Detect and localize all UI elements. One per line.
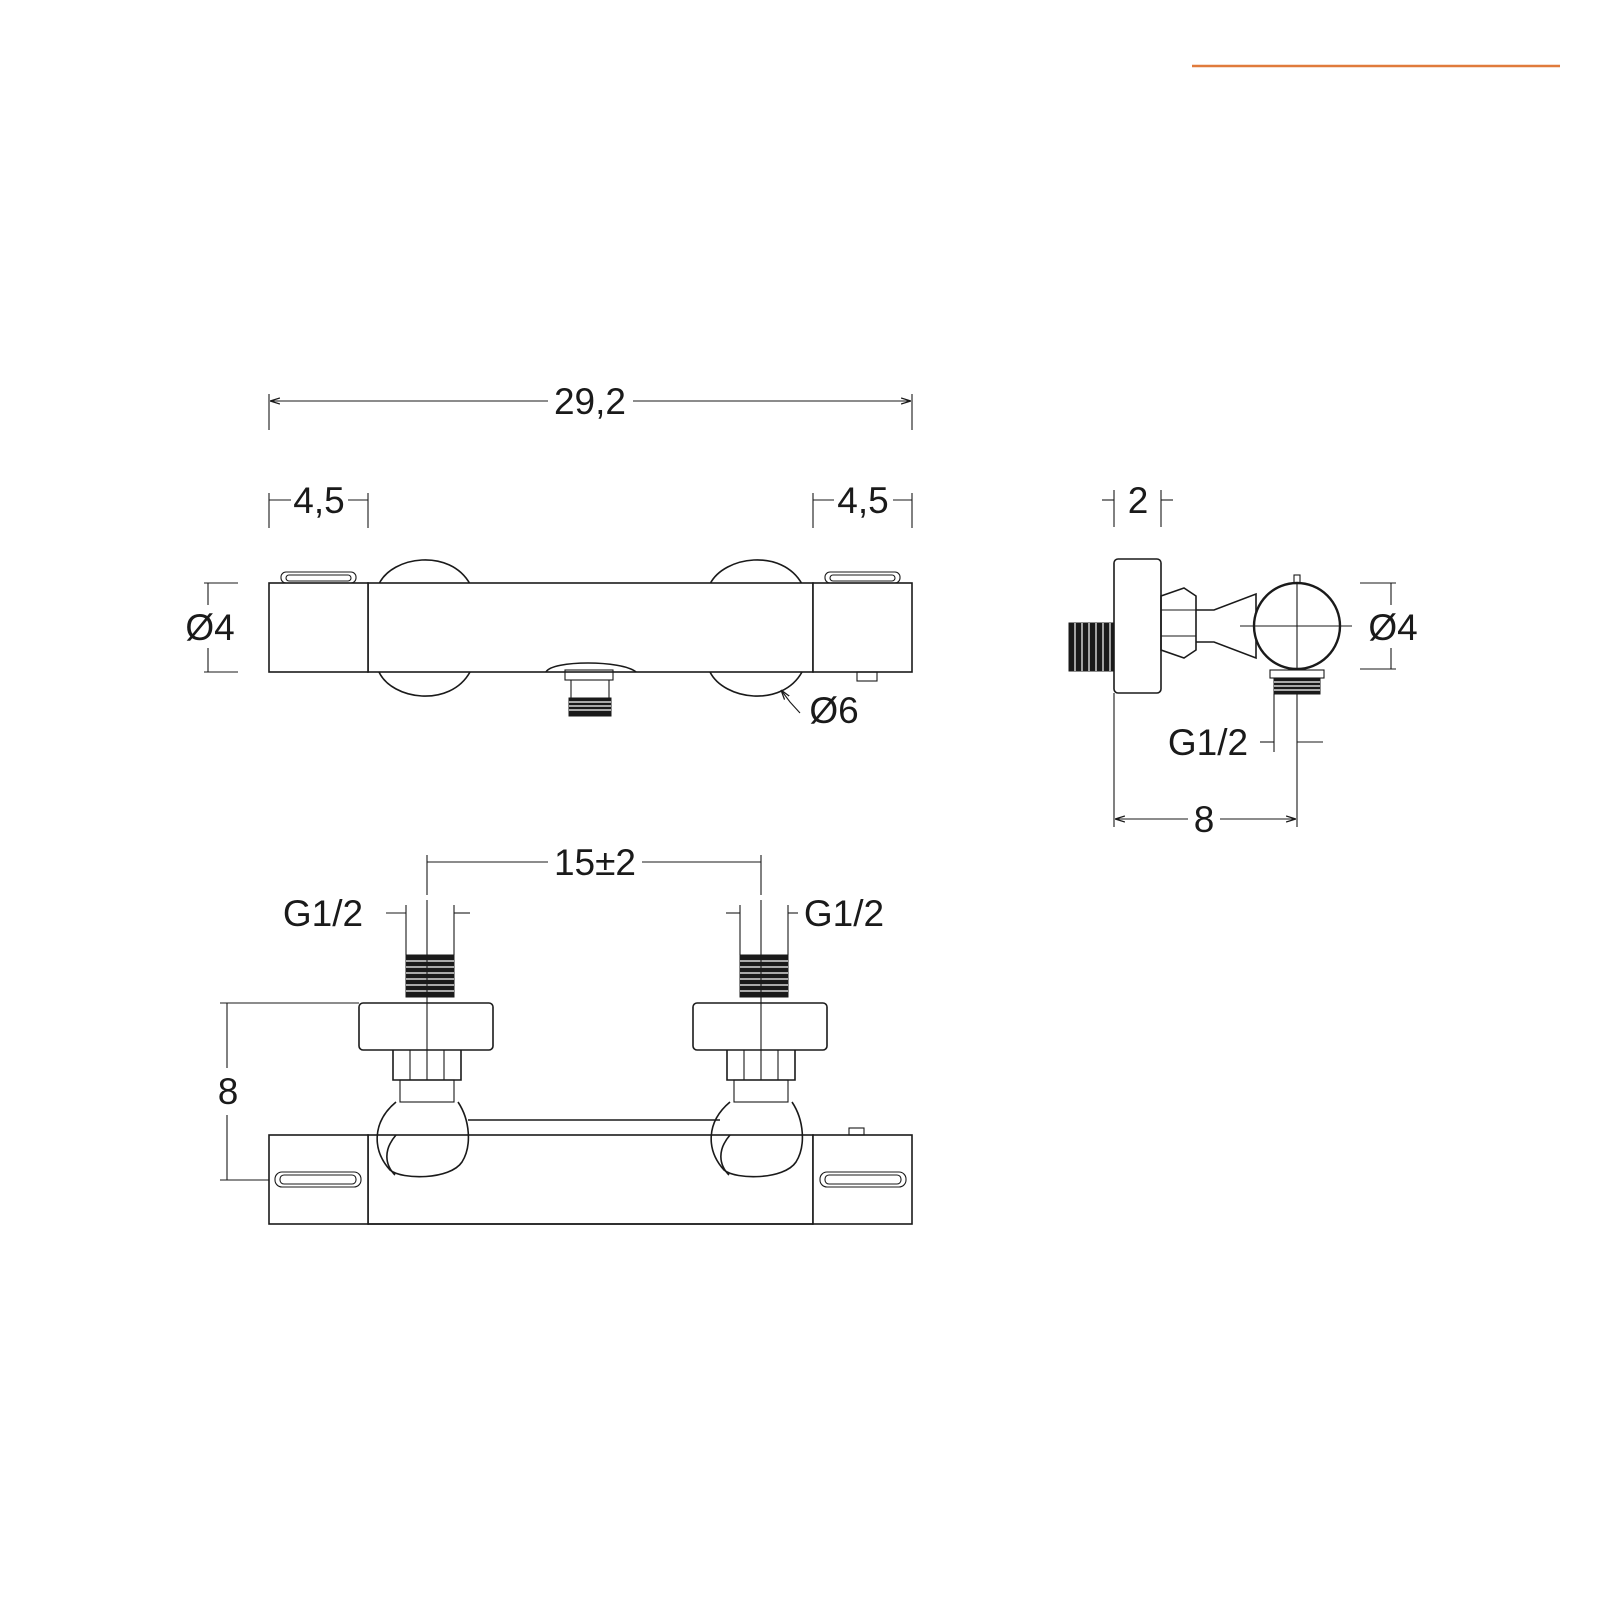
- top-left-cap: [268, 1134, 369, 1225]
- right-inlet: [692, 900, 828, 1178]
- dim-left-cap-length: 4,5: [293, 480, 344, 521]
- dim-side-diameter: Ø4: [1368, 607, 1417, 648]
- side-wall-flange: [1113, 558, 1162, 694]
- dim-side-projection: 8: [1194, 799, 1215, 840]
- dim-left-inlet-thread: G1/2: [283, 893, 363, 934]
- dim-front-diameter: Ø4: [185, 607, 234, 648]
- side-view: 2 Ø4 G1/2 8: [1068, 480, 1418, 840]
- dim-flange-depth: 2: [1128, 480, 1149, 521]
- right-escutcheon: [709, 559, 803, 697]
- front-right-cap: [812, 582, 913, 673]
- dim-side-outlet-thread: G1/2: [1168, 722, 1248, 763]
- side-wall-thread: [1068, 622, 1115, 672]
- dim-inlet-spacing: 15±2: [554, 842, 636, 883]
- top-right-cap: [812, 1134, 913, 1225]
- dim-escutcheon-diameter: Ø6: [809, 690, 858, 731]
- left-inlet: [358, 900, 494, 1178]
- front-body: [367, 582, 814, 673]
- dim-top-height: 8: [218, 1071, 239, 1112]
- dim-right-inlet-thread: G1/2: [804, 893, 884, 934]
- top-view: 15±2 G1/2 G1/2 8: [218, 842, 913, 1225]
- front-view: 29,2 4,5 4,5 Ø4 Ø6: [185, 381, 913, 731]
- outlet-thread: [568, 697, 612, 717]
- front-left-cap: [268, 582, 369, 673]
- dim-overall-length: 29,2: [554, 381, 626, 422]
- top-body: [367, 1134, 814, 1225]
- left-escutcheon: [378, 559, 471, 697]
- dim-right-cap-length: 4,5: [837, 480, 888, 521]
